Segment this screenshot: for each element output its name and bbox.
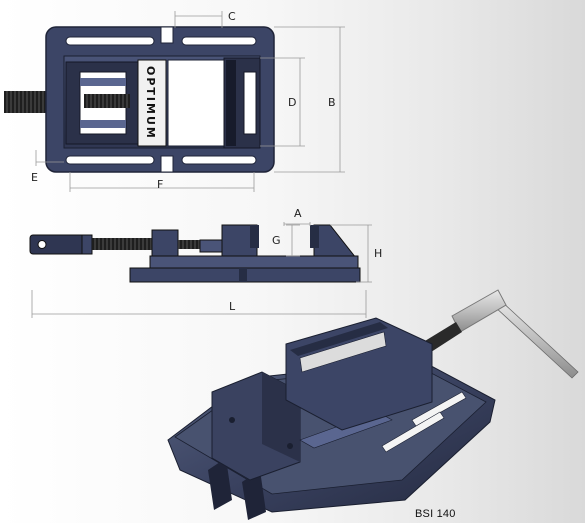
vise-product-photo xyxy=(167,289,579,520)
top-jaw-window xyxy=(243,71,257,135)
dim-label-l: L xyxy=(229,300,236,313)
base-notch xyxy=(242,470,266,520)
top-jaw-opening xyxy=(167,59,225,147)
bolt-hole xyxy=(229,417,235,423)
dim-label-c: C xyxy=(228,10,236,23)
dim-label-b: B xyxy=(328,96,336,109)
top-view-dimensions xyxy=(35,11,345,192)
side-base-notch xyxy=(239,268,247,282)
base-notch xyxy=(208,458,232,510)
base-slot xyxy=(381,411,445,453)
top-screw-thread xyxy=(84,94,130,108)
top-jaw-rail xyxy=(80,78,126,86)
dim-label-d: D xyxy=(288,96,296,109)
fixed-jaw-insert xyxy=(290,322,388,356)
brand-text: OPTIMUM xyxy=(144,66,157,140)
side-view xyxy=(29,224,361,283)
side-spindle xyxy=(92,238,154,250)
side-view-dimensions xyxy=(31,222,372,318)
handle-bar xyxy=(493,299,579,379)
side-slide xyxy=(149,255,359,269)
dim-label-g: G xyxy=(272,234,281,247)
fixed-jaw-brand-face xyxy=(299,331,387,373)
side-handle-collar xyxy=(81,234,93,255)
side-jaw-insert xyxy=(250,225,259,248)
dim-label-f: F xyxy=(157,178,163,191)
dim-label-e: E xyxy=(31,171,38,184)
top-slot xyxy=(181,155,257,165)
dim-label-a: A xyxy=(294,207,302,220)
side-spindle xyxy=(178,240,218,249)
bolt-hole xyxy=(287,443,293,449)
top-view: OPTIMUM xyxy=(4,26,275,173)
top-slot xyxy=(65,155,155,165)
top-jaw-rail xyxy=(80,120,126,128)
top-notch xyxy=(160,26,174,44)
side-fixed-jaw xyxy=(313,224,358,259)
side-jaw-insert xyxy=(310,225,319,248)
product-model-label: BSI 140 xyxy=(415,508,456,520)
top-notch xyxy=(160,155,174,173)
side-handle-hole xyxy=(37,240,47,249)
dim-label-h: H xyxy=(374,247,382,260)
handle-grip xyxy=(451,289,507,333)
base-slot xyxy=(411,391,467,427)
brand-plate xyxy=(137,59,167,147)
top-jaw-serration xyxy=(226,60,236,146)
top-slot xyxy=(65,36,155,46)
top-slot xyxy=(181,36,257,46)
